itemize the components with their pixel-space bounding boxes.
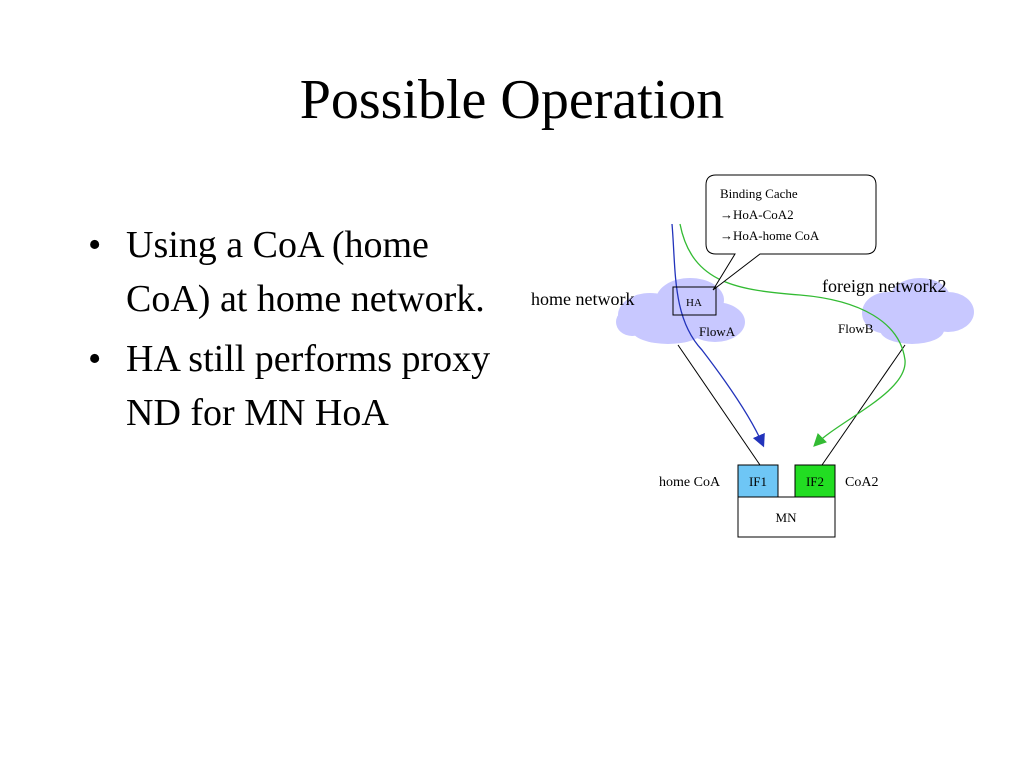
mobile-node-label: MN — [776, 510, 798, 525]
home-agent-label: HA — [686, 297, 702, 309]
if2-label: IF2 — [806, 474, 824, 489]
if2-address-label: CoA2 — [845, 475, 878, 490]
if2-box — [794, 464, 836, 498]
flow-a-arrow — [671, 223, 765, 448]
home-network-label: home network — [531, 289, 634, 309]
if1-box — [737, 464, 779, 498]
flow-b-label: FlowB — [838, 321, 874, 336]
foreign-link — [821, 344, 906, 466]
bullet-list: • Using a CoA (home CoA) at home network… — [88, 218, 498, 446]
bullet-text: HA still performs proxy ND for MN HoA — [126, 338, 491, 434]
foreign-network-cloud — [862, 278, 974, 344]
bullet-item: • HA still performs proxy ND for MN HoA — [88, 332, 498, 440]
bullet-text: Using a CoA (home CoA) at home network. — [126, 224, 485, 320]
foreign-network-label: foreign network2 — [822, 276, 946, 296]
bullet-item: • Using a CoA (home CoA) at home network… — [88, 218, 498, 326]
slide-title: Possible Operation — [299, 69, 725, 131]
home-agent-box — [672, 286, 717, 316]
flow-a-label: FlowA — [699, 324, 736, 339]
binding-cache-callout — [705, 174, 877, 291]
bullet-marker: • — [88, 224, 102, 266]
bullet-marker: • — [88, 338, 102, 380]
flow-b-arrow — [679, 223, 906, 447]
home-link — [677, 344, 761, 466]
binding-cache-entry: →HoA-CoA2 — [720, 207, 794, 222]
binding-cache-entry: →HoA-home CoA — [720, 228, 820, 243]
if1-label: IF1 — [749, 474, 767, 489]
binding-cache-heading: Binding Cache — [720, 186, 798, 201]
mobile-node-box — [737, 496, 836, 538]
if1-address-label: home CoA — [659, 475, 721, 490]
